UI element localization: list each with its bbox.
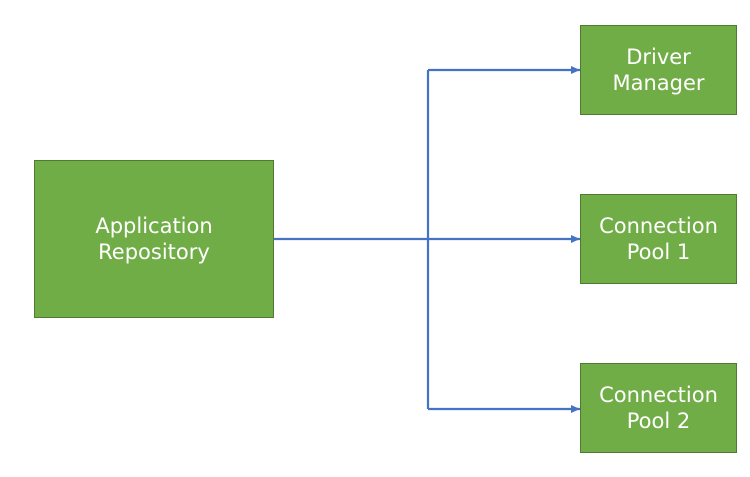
node-label-line1: Driver [626,44,691,69]
node-label-line2: Pool 1 [626,240,691,264]
application-repository-node: Application Repository [34,160,274,318]
connection-pool-1-node: Connection Pool 1 [580,194,737,284]
node-label-line2: Manager [612,71,705,95]
driver-manager-node: Driver Manager [580,25,737,115]
node-label-line1: Application [95,213,213,238]
connection-pool-2-node: Connection Pool 2 [580,363,737,453]
node-label-line2: Repository [98,240,210,264]
node-label-line1: Connection [599,382,718,407]
node-label-line1: Connection [599,213,718,238]
node-label-line2: Pool 2 [626,409,691,433]
